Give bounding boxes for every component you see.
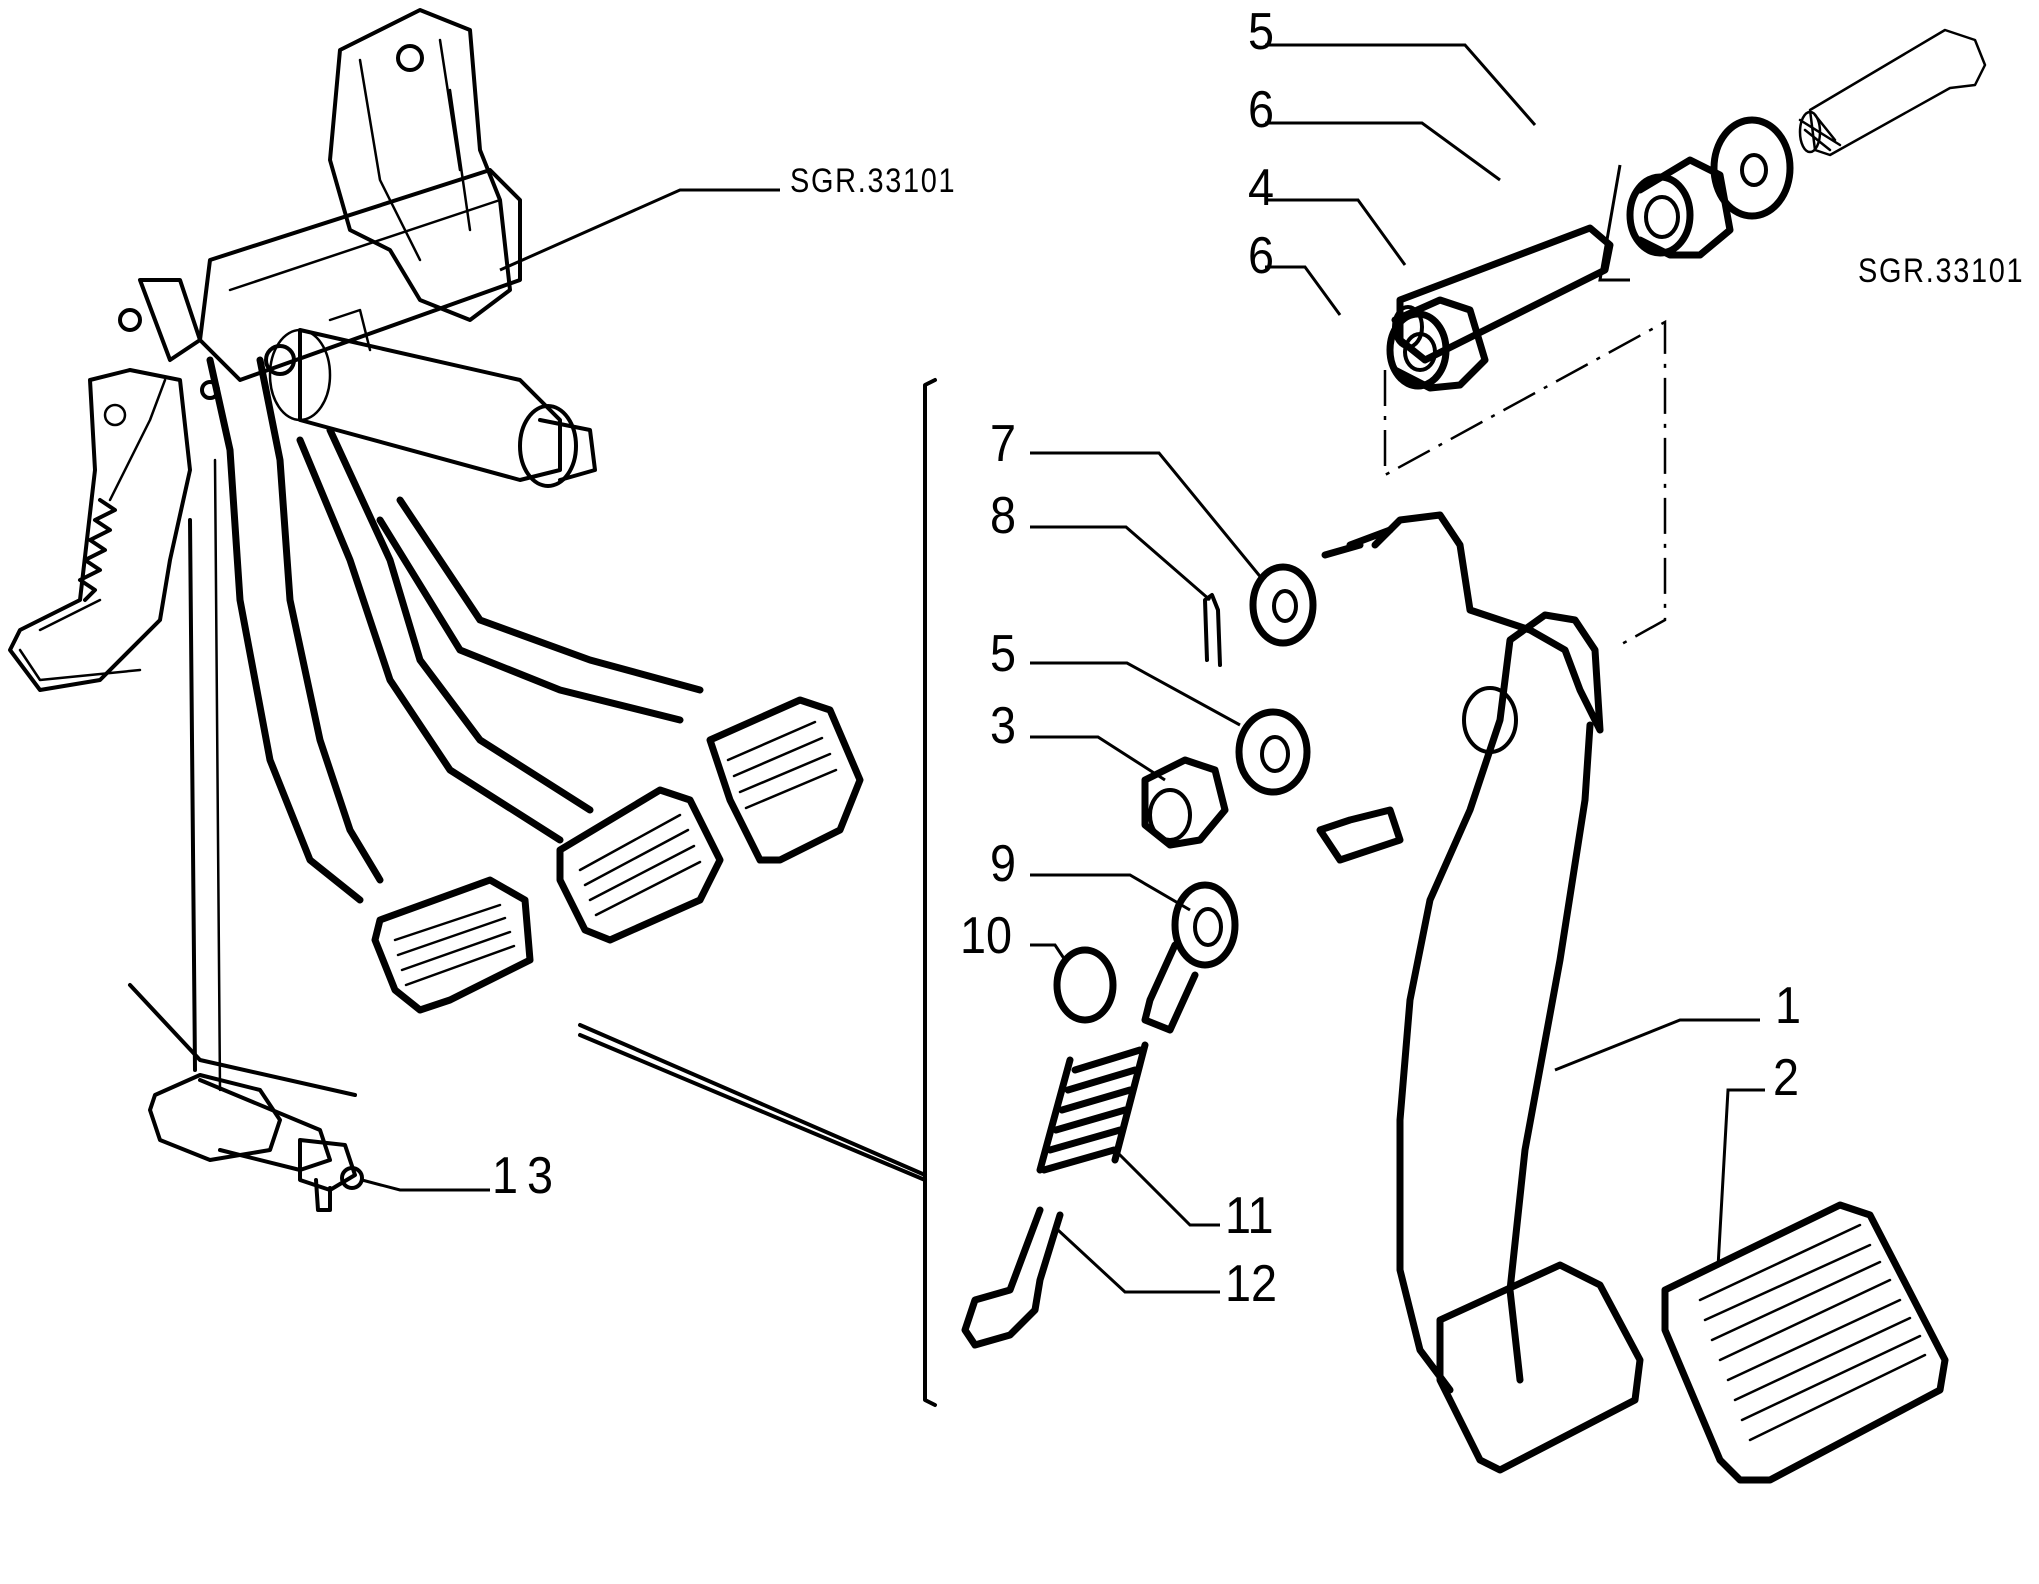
washer-7-part [1030,451,1317,647]
callout-1: 1 [1775,977,1802,1035]
bushing-upper-part [1265,121,1734,259]
pin-12-part [961,1206,1220,1349]
pedal-box-assembly [8,8,864,1097]
callout-3: 3 [990,697,1017,755]
ref-code-left: SGR.33101 [790,162,957,200]
callout-8: 8 [990,487,1017,545]
group-pointer [578,1023,927,1182]
clip-10-part [1030,943,1117,1024]
pedal-lever-part [1316,511,1760,1474]
fork-end-9-part [1030,873,1239,1034]
pivot-bolt-part [1598,28,1987,282]
group-bracket [923,378,937,1407]
callout-2: 2 [1773,1049,1800,1107]
split-pin-8-part [1030,525,1222,667]
callout-10: 10 [960,907,1013,965]
callout-11: 11 [1225,1187,1274,1245]
pedal-pad-part [1661,1088,1949,1484]
callout-9: 9 [990,835,1017,893]
washer-part [1265,43,1794,220]
spring-11-part [1036,1041,1220,1227]
assembly-axis-line [1383,319,1667,647]
stop-light-switch-part [148,1073,490,1212]
callout-6-lower: 6 [1248,227,1275,285]
callout-13: 13 [492,1147,563,1205]
washer-5-part [1030,661,1311,796]
ref-code-right: SGR.33101 [1858,252,2025,290]
callout-6-upper: 6 [1248,81,1275,139]
callout-5-top: 5 [1248,3,1275,61]
callout-4: 4 [1248,159,1275,217]
callout-12: 12 [1225,1255,1278,1313]
spacer-sleeve-part [1265,198,1614,364]
nut-3-part [1030,735,1229,849]
callout-5-mid: 5 [990,625,1017,683]
callout-7: 7 [990,415,1017,473]
bushing-lower-part [1265,265,1489,392]
